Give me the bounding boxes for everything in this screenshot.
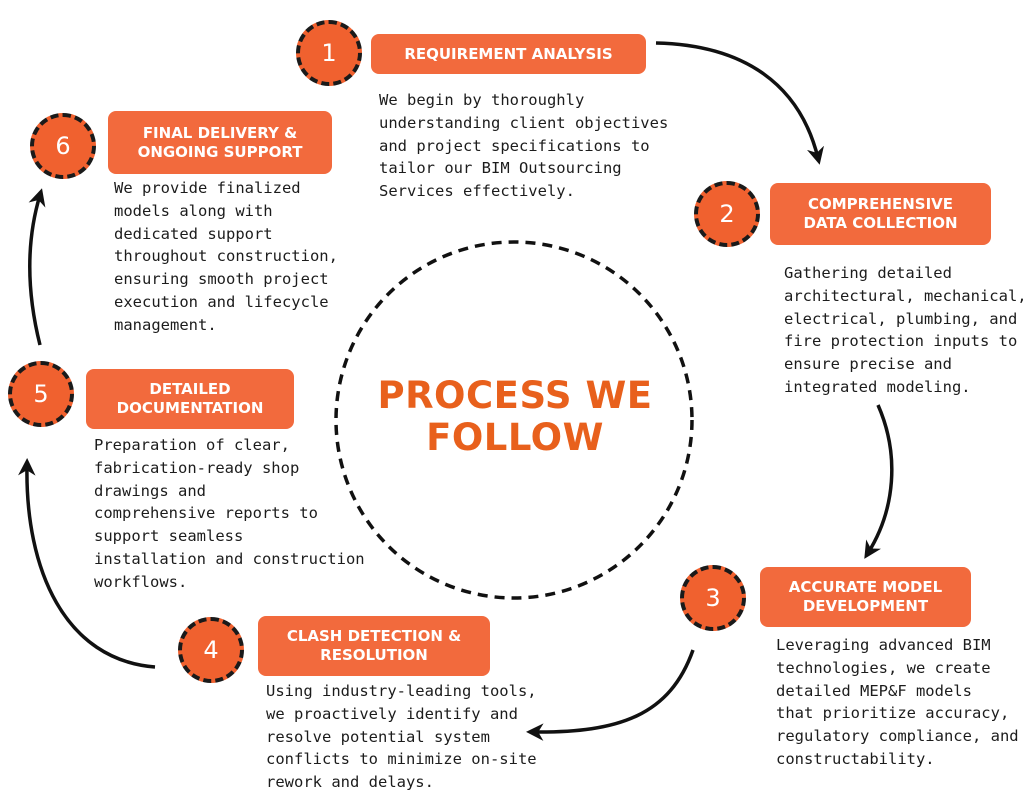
step-4-desc-line-1: Using industry-leading tools, — [266, 682, 537, 700]
step-4-desc-line-3: resolve potential system — [266, 727, 490, 746]
step-5-title: DETAILED DOCUMENTATION — [86, 369, 294, 429]
step-1-desc-line-2: understanding client objectives — [379, 113, 669, 132]
step-4-title-line-1: CLASH DETECTION & — [286, 627, 462, 645]
step-4-desc-line-4: conflicts to minimize on-site — [266, 750, 537, 769]
step-5-desc-line-3: drawings and — [94, 481, 206, 500]
step-5-description: Preparation of clear, fabrication-ready … — [94, 434, 365, 594]
arrow-4-to-5 — [18, 458, 156, 669]
arrow-2-to-3 — [864, 404, 894, 559]
step-6-number-badge: 6 — [30, 113, 96, 179]
step-5-number-badge: 5 — [8, 361, 74, 427]
step-1-desc-line-5: Services effectively. — [379, 182, 575, 201]
step-6-desc-line-3: dedicated support — [114, 224, 273, 243]
step-6-title-line-2: ONGOING SUPPORT — [137, 142, 303, 161]
center-title-line-2: FOLLOW — [426, 416, 604, 459]
step-4-desc-line-5: rework and delays. — [266, 773, 434, 792]
center-title-line-1: PROCESS WE — [377, 374, 653, 417]
step-3-desc-line-2: technologies, we create — [776, 658, 991, 677]
step-5-desc-line-1: Preparation of clear, — [94, 436, 290, 454]
step-2-desc-line-2: architectural, mechanical, — [784, 286, 1024, 305]
step-2-title-line-1: COMPREHENSIVE — [807, 195, 954, 213]
step-6-desc-line-5: ensuring smooth project — [114, 270, 329, 289]
step-1-desc-line-1: We begin by thoroughly — [379, 91, 585, 109]
step-6-title-line-1: FINAL DELIVERY & — [142, 123, 298, 142]
step-1-description: We begin by thoroughly understanding cli… — [379, 89, 668, 203]
step-3-title: ACCURATE MODEL DEVELOPMENT — [760, 567, 971, 627]
step-3-description: Leveraging advanced BIM technologies, we… — [776, 634, 1019, 771]
step-5-desc-line-7: workflows. — [94, 572, 188, 591]
step-6-description: We provide finalized models along with d… — [114, 177, 338, 337]
step-4-title: CLASH DETECTION & RESOLUTION — [258, 616, 490, 676]
step-6-desc-line-4: throughout construction, — [114, 247, 338, 266]
arrow-1-to-2 — [655, 41, 824, 165]
step-3-title-line-1: ACCURATE MODEL — [788, 578, 943, 596]
step-3-title-line-2: DEVELOPMENT — [802, 597, 929, 615]
step-2-number-badge: 2 — [694, 181, 760, 247]
arrow-3-to-4 — [526, 649, 695, 741]
step-3-number-badge: 3 — [680, 565, 746, 631]
step-5-title-line-2: DOCUMENTATION — [116, 399, 264, 417]
step-3-desc-line-4: that prioritize accuracy, — [776, 704, 1010, 723]
arrow-5-to-6 — [28, 188, 46, 346]
step-3-desc-line-6: constructability. — [776, 749, 935, 768]
step-4-desc-line-2: we proactively identify and — [266, 704, 518, 723]
step-1-desc-line-4: tailor our BIM Outsourcing — [379, 159, 622, 178]
step-6-desc-line-2: models along with — [114, 201, 273, 220]
step-5-desc-line-4: comprehensive reports to — [94, 504, 318, 523]
step-1-title-line-1: REQUIREMENT ANALYSIS — [404, 44, 613, 63]
step-1-title: REQUIREMENT ANALYSIS — [371, 34, 646, 74]
step-5-title-line-1: DETAILED — [149, 380, 231, 398]
step-2-desc-line-4: fire protection inputs to — [784, 332, 1018, 351]
step-6-title: FINAL DELIVERY & ONGOING SUPPORT — [108, 111, 332, 174]
step-1-number-badge: 1 — [296, 20, 362, 86]
step-5-desc-line-5: support seamless — [94, 527, 244, 546]
step-4-number-badge: 4 — [178, 617, 244, 683]
center-title: PROCESS WE FOLLOW — [340, 375, 690, 459]
step-2-desc-line-6: integrated modeling. — [784, 377, 971, 396]
step-6-desc-line-7: management. — [114, 315, 217, 334]
step-1-desc-line-3: and project specifications to — [379, 136, 650, 155]
step-2-desc-line-3: electrical, plumbing, and — [784, 309, 1018, 328]
step-5-desc-line-6: installation and construction — [94, 549, 365, 568]
step-3-desc-line-5: regulatory compliance, and — [776, 727, 1019, 746]
step-2-desc-line-1: Gathering detailed — [784, 264, 952, 282]
step-6-desc-line-1: We provide finalized — [114, 179, 301, 197]
step-2-title: COMPREHENSIVE DATA COLLECTION — [770, 183, 991, 245]
step-2-description: Gathering detailed architectural, mechan… — [784, 262, 1024, 399]
center-dashed-circle — [334, 240, 694, 600]
step-2-desc-line-5: ensure precise and — [784, 355, 952, 374]
step-2-title-line-2: DATA COLLECTION — [803, 214, 958, 232]
step-3-desc-line-3: detailed MEP&F models — [776, 681, 972, 700]
step-4-title-line-2: RESOLUTION — [320, 646, 428, 664]
step-4-description: Using industry-leading tools, we proacti… — [266, 680, 537, 794]
step-3-desc-line-1: Leveraging advanced BIM — [776, 636, 991, 654]
step-5-desc-line-2: fabrication-ready shop — [94, 458, 300, 477]
step-6-desc-line-6: execution and lifecycle — [114, 292, 329, 311]
